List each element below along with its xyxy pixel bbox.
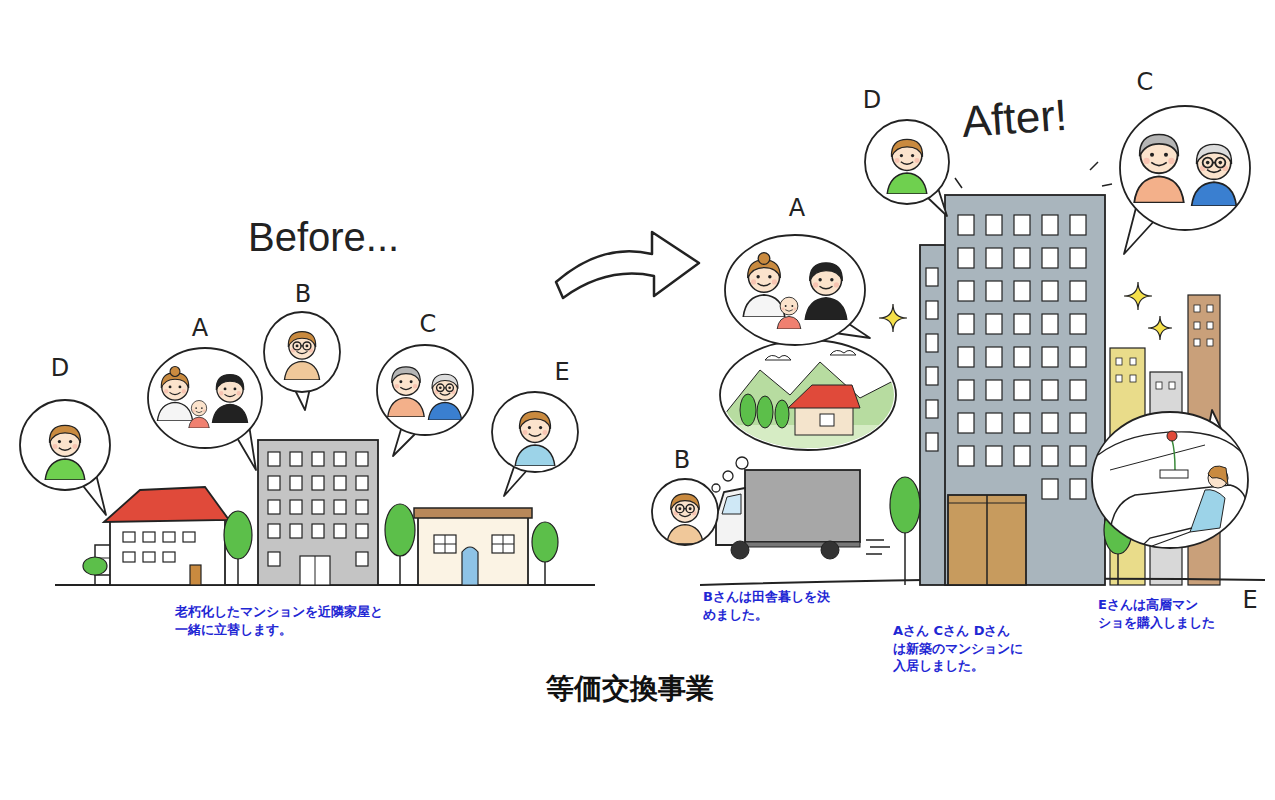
person-letter: D (863, 88, 881, 112)
speech-bubble: B (264, 312, 340, 392)
bubble-outline (492, 392, 578, 472)
bubble-outline (264, 312, 340, 392)
caption-note: Eさんは高層マン ショを購入しました (1098, 596, 1238, 631)
speech-bubble: C (377, 345, 473, 435)
bubble-outline (725, 235, 865, 345)
bubble-outline (1120, 106, 1250, 230)
bubble-outline (1092, 412, 1248, 548)
bubble-outline (1092, 412, 1248, 548)
person-letter: C (420, 312, 437, 336)
scene-heading: Before... (248, 210, 399, 264)
bubble-outline (264, 312, 340, 392)
bubble-outline (377, 345, 473, 435)
person-letter: E (554, 360, 569, 384)
scene-heading: After! (960, 85, 1069, 152)
bubble-outline (865, 120, 949, 204)
person-letter: A (192, 316, 208, 340)
bubble-outline (492, 392, 578, 472)
caption-note: 老朽化したマンションを近隣家屋と 一緒に立替します。 (175, 603, 407, 638)
bubble-outline (1120, 106, 1250, 230)
bubble-outline (377, 345, 473, 435)
bubble-outline (652, 479, 718, 545)
speech-bubble: D (865, 120, 949, 204)
diagram-title: 等価交換事業 (546, 672, 714, 706)
bubble-outline (20, 400, 110, 490)
speech-bubble: A (725, 235, 865, 345)
bubble-outline (725, 235, 865, 345)
person-letter: B (295, 282, 311, 306)
caption-note: Aさん Cさん Dさん は新築のマンションに 入居しました。 (893, 622, 1041, 675)
person-letter: D (51, 356, 69, 380)
bubble-outline (652, 479, 718, 545)
bubble-outline (148, 348, 262, 448)
person-letter: A (789, 196, 805, 220)
speech-bubble: D (20, 400, 110, 490)
person-letter: B (674, 448, 690, 472)
person-letter: C (1137, 70, 1154, 94)
bubble-outline (148, 348, 262, 448)
bubble-outline (865, 120, 949, 204)
speech-bubble: C (1120, 106, 1250, 230)
speech-bubble: E (492, 392, 578, 472)
person-letter: E (1242, 588, 1257, 612)
speech-bubble: E (1092, 412, 1248, 548)
speech-bubble: B (652, 479, 718, 545)
bubble-outline (20, 400, 110, 490)
caption-note: Bさんは田舎暮しを決 めました。 (703, 588, 851, 623)
speech-bubble: A (148, 348, 262, 448)
